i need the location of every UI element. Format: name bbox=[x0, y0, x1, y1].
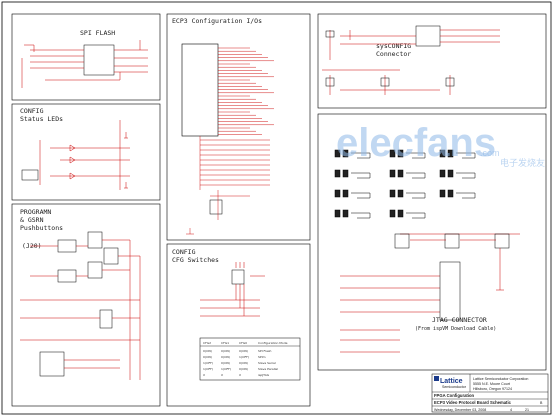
cfg-switches-title-2: CFG Switches bbox=[172, 256, 219, 264]
cfg-table-header: Configuration Mode bbox=[258, 341, 288, 345]
cfg-table-cell: ispJTAG bbox=[258, 373, 270, 377]
gsrn-button bbox=[57, 269, 77, 283]
cfg-table-header: CFG0 bbox=[239, 341, 247, 345]
cfg-table-cell: 0(ON) bbox=[221, 355, 230, 359]
cfg-table-cell: 0(ON) bbox=[221, 361, 230, 365]
cfg-switches-title-1: CONFIG bbox=[172, 248, 196, 256]
watermark: elecfans .com 电子发烧友 bbox=[336, 121, 545, 168]
spi-flash-circuit bbox=[21, 40, 148, 88]
doc-title: ECP3 Video Protocol Board Schematic bbox=[434, 400, 512, 405]
watermark-text: elecfans bbox=[336, 121, 496, 165]
cfg-switches-circuit bbox=[200, 262, 265, 317]
cfg-table-cell: 0(ON) bbox=[203, 349, 212, 353]
spi-flash-title: SPI FLASH bbox=[80, 29, 115, 37]
cfg-table-cell: 1(OFF) bbox=[221, 367, 231, 371]
jtag-frame bbox=[317, 113, 547, 371]
jtag-connector-chip bbox=[439, 261, 461, 321]
status-led-chip bbox=[21, 169, 39, 181]
cfg-table-cell: X bbox=[239, 373, 241, 377]
address-line-3: Hillsboro, Oregon 97124 bbox=[473, 387, 512, 391]
cfg-switches-frame bbox=[166, 243, 311, 407]
status-leds-circuit bbox=[21, 120, 130, 190]
address-line-2: 5555 N.E. Moore Court bbox=[473, 382, 510, 386]
ecp3-io-circuit bbox=[181, 43, 274, 235]
sheet-number: 4 bbox=[510, 408, 512, 412]
spi-flash-chip bbox=[83, 44, 115, 76]
sheet-date: Wednesday, December 03, 2008 bbox=[434, 408, 486, 412]
cfg-table-cell: 0(ON) bbox=[203, 355, 212, 359]
status-leds-title-2: Status LEDs bbox=[20, 115, 63, 123]
pushbuttons-frame bbox=[11, 203, 161, 407]
pushbuttons-circuit bbox=[20, 231, 141, 380]
cfg-table-cell: X bbox=[203, 373, 205, 377]
revision: B bbox=[540, 401, 543, 405]
status-leds-frame bbox=[11, 103, 161, 201]
cfg-table-header: CFG1 bbox=[221, 341, 229, 345]
ecp3-fpga-bank bbox=[181, 43, 219, 137]
jtag-circuit bbox=[334, 149, 520, 353]
cfg-table-cell: 0(ON) bbox=[239, 367, 248, 371]
pushbuttons-title-3: Pushbuttons bbox=[20, 224, 63, 232]
programn-button bbox=[57, 239, 77, 253]
sysconfig-title-2: Connector bbox=[376, 50, 411, 58]
sysconfig-header bbox=[415, 25, 441, 47]
sheet-title: FPGA Configuration bbox=[434, 393, 475, 398]
ecp3-io-frame bbox=[166, 13, 311, 241]
cfg-table-cell: 1(OFF) bbox=[203, 367, 213, 371]
address-line-1: Lattice Semiconductor Corporation bbox=[473, 377, 528, 381]
cfg-dip-switch bbox=[231, 269, 245, 285]
cfg-table-cell: 0(ON) bbox=[239, 361, 248, 365]
sysconfig-circuit bbox=[322, 25, 500, 95]
status-leds-title-1: CONFIG bbox=[20, 107, 44, 115]
cfg-table-cell: 1(OFF) bbox=[239, 355, 249, 359]
cfg-table-cell: Slave Serial bbox=[258, 361, 276, 365]
cfg-table-cell: X bbox=[221, 373, 223, 377]
watermark-sub: 电子发烧友 bbox=[500, 157, 545, 168]
sheet-of: 21 bbox=[525, 408, 529, 412]
cfg-table-cell: SPIm bbox=[258, 355, 266, 359]
pushbuttons-title-1: PROGRAMN bbox=[20, 208, 51, 216]
watermark-dotcom: .com bbox=[480, 148, 500, 158]
ecp3-io-title: ECP3 Configuration I/Os bbox=[172, 17, 262, 25]
cfg-table-cell: SPI Flash bbox=[258, 349, 272, 353]
cfg-table: CFG2 CFG1 CFG0 Configuration Mode 0(ON) 0(ON)… bbox=[199, 337, 301, 381]
pushbuttons-title-2: & GSRN bbox=[20, 216, 44, 224]
company-name: Lattice bbox=[440, 378, 463, 385]
company-sub: Semiconductor bbox=[442, 385, 467, 389]
sysconfig-title-1: sysCONFIG bbox=[376, 42, 411, 50]
cfg-table-header: CFG2 bbox=[203, 341, 211, 345]
lattice-logo-icon bbox=[434, 376, 439, 381]
cfg-table-cell: 0(ON) bbox=[239, 349, 248, 353]
cfg-table-cell: 0(ON) bbox=[221, 349, 230, 353]
cfg-table-cell: 1(OFF) bbox=[203, 361, 213, 365]
cfg-table-cell: Slave Parallel bbox=[258, 367, 278, 371]
spi-flash-frame bbox=[11, 13, 161, 101]
title-block: Lattice Semiconductor Lattice Semiconduc… bbox=[431, 373, 549, 413]
pushbutton-chip bbox=[39, 351, 65, 377]
jtag-sub: (From ispVM Download Cable) bbox=[415, 326, 496, 332]
sysconfig-frame bbox=[317, 13, 547, 109]
